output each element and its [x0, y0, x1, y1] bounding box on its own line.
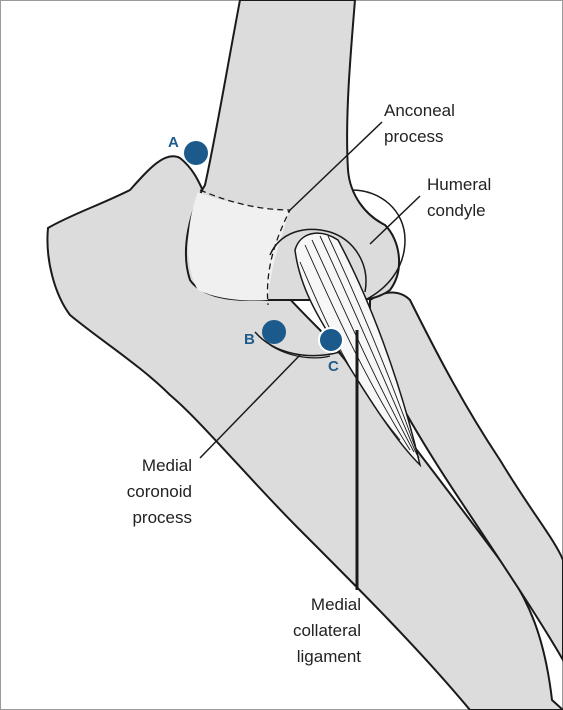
label-coronoid-2: coronoid — [127, 482, 192, 501]
articular-cartilage — [188, 192, 290, 301]
leader-anconeal — [287, 121, 383, 213]
coronoid-arc-outer — [254, 331, 341, 357]
ligament-fibers — [299, 235, 420, 459]
leader-humeral — [369, 195, 421, 245]
leader-coronoid — [199, 354, 301, 459]
coronoid-arc-inner — [269, 344, 331, 359]
marker-a-letter: A — [168, 134, 179, 151]
marker-b-letter: B — [244, 331, 255, 348]
marker-b-dot — [262, 320, 286, 344]
label-coronoid-1: Medial — [142, 456, 192, 475]
radius-bone — [369, 291, 563, 663]
marker-a-dot — [184, 141, 208, 165]
label-ligament-1: Medial — [311, 595, 361, 614]
anconeal-process — [269, 228, 367, 293]
marker-c-letter: C — [328, 358, 339, 375]
label-coronoid-3: process — [132, 508, 192, 527]
marker-a: A — [168, 134, 208, 165]
marker-b: B — [244, 320, 286, 348]
label-ligament-2: collateral — [293, 621, 361, 640]
label-humeral-1: Humeral — [427, 175, 491, 194]
humeral-condyle — [351, 189, 406, 301]
label-ligament-3: ligament — [297, 647, 362, 666]
label-anconeal-1: Anconeal — [384, 101, 455, 120]
marker-c: C — [318, 327, 344, 375]
label-anconeal-2: process — [384, 127, 444, 146]
label-humeral-2: condyle — [427, 201, 486, 220]
marker-c-dot — [318, 327, 344, 353]
